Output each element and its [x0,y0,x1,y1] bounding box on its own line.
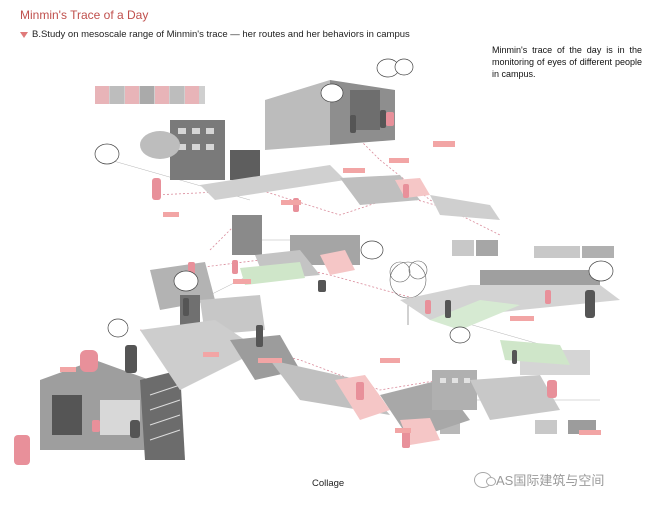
building-upper-left [140,120,260,180]
watermark-text: AS国际建筑与空间 [496,473,605,488]
description-note: Minmin's trace of the day is in the moni… [492,45,642,79]
watermark: AS国际建筑与空间 [474,470,604,489]
pink-tags [60,141,601,435]
building-bottom-left [40,360,185,460]
photo-strip-top-left [95,86,205,104]
page-title: Minmin's Trace of a Day [20,8,149,22]
speech-bubbles [94,58,614,344]
plaza-right [400,270,620,330]
subtitle-text: B.Study on mesoscale range of Minmin's t… [32,29,410,40]
wechat-icon [474,471,496,488]
green-ramp [240,262,570,365]
triangle-bullet-icon [20,31,28,38]
subtitle: B.Study on mesoscale range of Minmin's t… [20,29,410,40]
tree-sketch [389,260,428,325]
collage-caption: Collage [312,478,345,489]
other-people [125,110,595,438]
